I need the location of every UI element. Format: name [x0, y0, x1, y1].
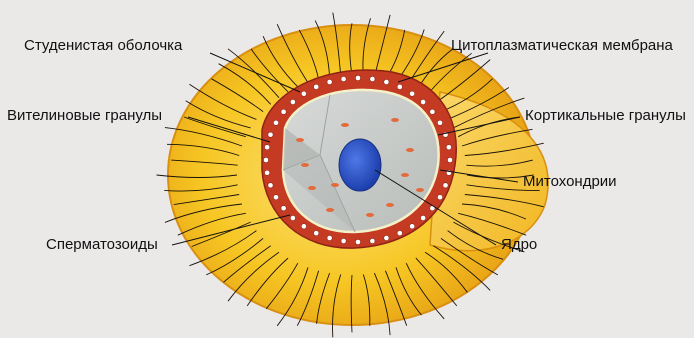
vitelline-granule: [370, 238, 375, 243]
vitelline-granule: [301, 91, 306, 96]
vitelline-granule: [410, 224, 415, 229]
vitelline-granule: [327, 79, 332, 84]
vitelline-granule: [301, 224, 306, 229]
vitelline-granule: [437, 120, 442, 125]
vitelline-granule: [355, 75, 360, 80]
vitelline-granule: [314, 84, 319, 89]
mitochondrion: [391, 118, 399, 122]
label-jelly-coat: Студенистая оболочка: [24, 38, 182, 54]
vitelline-granule: [430, 109, 435, 114]
vitelline-granule: [341, 76, 346, 81]
label-mitochondria: Митохондрии: [523, 174, 617, 190]
vitelline-granule: [410, 91, 415, 96]
vitelline-granule: [446, 145, 451, 150]
vitelline-granule: [447, 157, 452, 162]
vitelline-granule: [281, 109, 286, 114]
vitelline-granule: [384, 79, 389, 84]
mitochondrion: [406, 148, 414, 152]
vitelline-granule: [268, 132, 273, 137]
vitelline-granule: [421, 99, 426, 104]
label-sperm: Сперматозоиды: [46, 237, 158, 253]
vitelline-granule: [273, 195, 278, 200]
nucleus: [339, 139, 381, 191]
mitochondrion: [366, 213, 374, 217]
vitelline-granule: [281, 206, 286, 211]
vitelline-granule: [273, 120, 278, 125]
vitelline-granule: [265, 145, 270, 150]
vitelline-granule: [263, 157, 268, 162]
label-vitelline-granules: Вителиновые гранулы: [7, 108, 162, 124]
mitochondrion: [326, 208, 334, 212]
mitochondrion: [401, 173, 409, 177]
vitelline-granule: [355, 239, 360, 244]
mitochondrion: [296, 138, 304, 142]
mitochondrion: [416, 188, 424, 192]
mitochondrion: [308, 186, 316, 190]
vitelline-granule: [290, 215, 295, 220]
vitelline-granule: [290, 99, 295, 104]
mitochondrion: [301, 163, 309, 167]
vitelline-granule: [314, 231, 319, 236]
vitelline-granule: [268, 183, 273, 188]
vitelline-granule: [341, 238, 346, 243]
vitelline-granule: [327, 235, 332, 240]
vitelline-granule: [397, 84, 402, 89]
vitelline-granule: [384, 235, 389, 240]
label-cortical-granules: Кортикальные гранулы: [525, 108, 686, 124]
label-cyto-membrane: Цитоплазматическая мембрана: [451, 38, 673, 54]
vitelline-granule: [265, 170, 270, 175]
mitochondrion: [386, 203, 394, 207]
mitochondrion: [341, 123, 349, 127]
vitelline-granule: [370, 76, 375, 81]
vitelline-granule: [443, 183, 448, 188]
mitochondrion: [331, 183, 339, 187]
vitelline-granule: [437, 195, 442, 200]
label-nucleus: Ядро: [501, 237, 537, 253]
vitelline-granule: [397, 231, 402, 236]
vitelline-granule: [421, 215, 426, 220]
